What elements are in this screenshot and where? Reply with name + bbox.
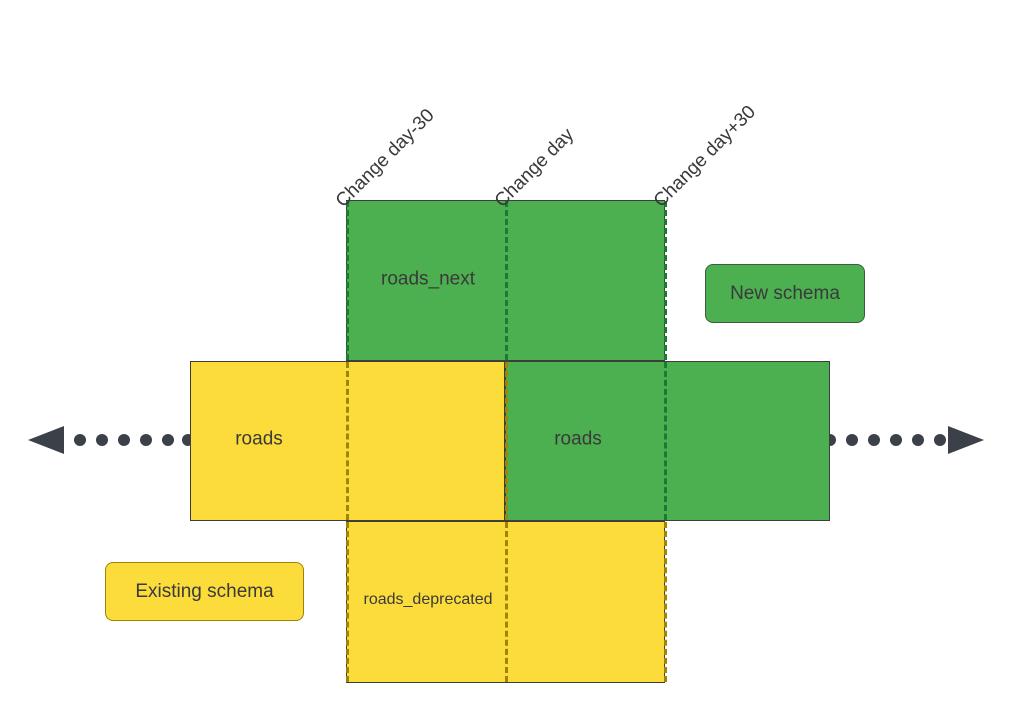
label-roads-next: roads_next xyxy=(380,268,476,290)
timeline-axis-right xyxy=(828,425,984,455)
guideline-change-day-plus-30-top xyxy=(664,201,667,360)
tick-label-change-day-plus-30: Change day+30 xyxy=(649,101,760,212)
label-roads-deprecated: roads_deprecated xyxy=(363,591,493,608)
tick-label-change-day-minus-30: Change day-30 xyxy=(331,104,439,212)
legend-existing-schema[interactable]: Existing schema xyxy=(105,562,304,621)
guideline-change-day-middle xyxy=(505,362,508,520)
guideline-change-day-bottom xyxy=(505,522,508,682)
box-roads-new[interactable] xyxy=(505,361,830,521)
legend-existing-schema-label: Existing schema xyxy=(135,580,274,602)
legend-new-schema-label: New schema xyxy=(730,282,840,304)
guideline-change-day-minus-30-middle xyxy=(346,362,349,520)
label-roads-new: roads xyxy=(554,428,602,450)
arrowhead-left-icon xyxy=(28,426,64,454)
label-roads-existing: roads xyxy=(235,428,283,450)
guideline-change-day-minus-30-top xyxy=(346,201,349,360)
tick-label-change-day: Change day xyxy=(490,124,579,212)
guideline-change-day-top xyxy=(505,201,508,360)
legend-new-schema[interactable]: New schema xyxy=(705,264,865,323)
guideline-change-day-plus-30-middle xyxy=(664,362,667,520)
guideline-change-day-plus-30-bottom xyxy=(664,522,667,682)
axis-dots-right xyxy=(828,434,946,446)
timeline-axis-left xyxy=(28,425,192,455)
axis-dots-left xyxy=(74,434,192,446)
guideline-change-day-minus-30-bottom xyxy=(346,522,349,682)
arrowhead-right-icon xyxy=(948,426,984,454)
